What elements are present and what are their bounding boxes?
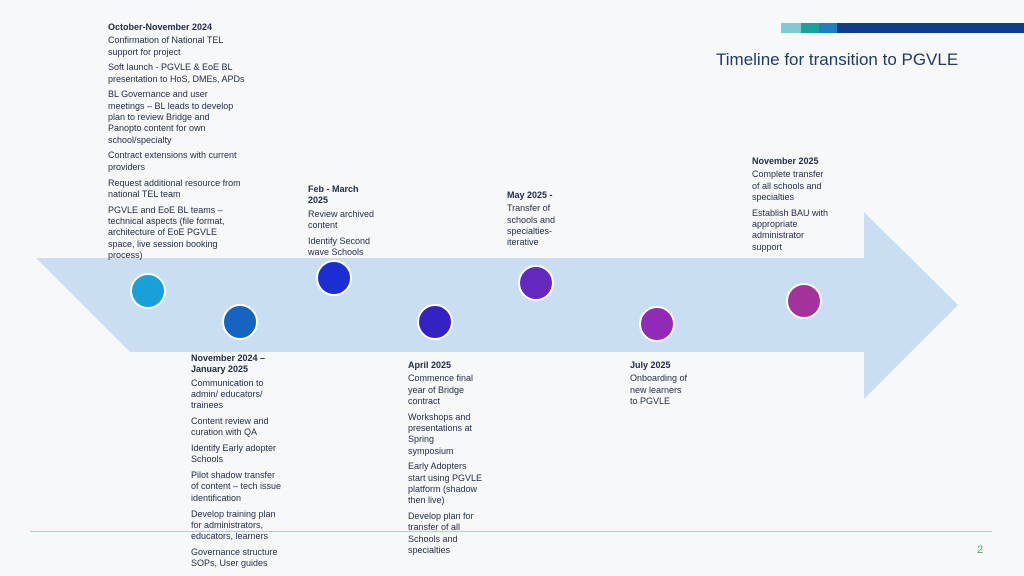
block-item: Workshops and presentations at Spring sy… xyxy=(408,411,473,456)
block-oct-nov-2024: October-November 2024 Confirmation of Na… xyxy=(108,22,278,261)
milestone-apr-2025 xyxy=(417,304,453,340)
block-item: Confirmation of National TEL support for… xyxy=(108,35,224,57)
block-item: PGVLE and EoE BL teams – technical aspec… xyxy=(108,204,225,260)
block-item: Complete transfer of all schools and spe… xyxy=(752,169,824,202)
block-item: Contract extensions with current provide… xyxy=(108,150,237,172)
block-item: Early Adopters start using PGVLE platfor… xyxy=(408,461,483,506)
block-item: Communication to admin/ educators/ train… xyxy=(191,377,264,411)
milestone-feb-mar-2025 xyxy=(316,260,352,296)
block-item: Identify Early adopter Schools xyxy=(191,443,277,465)
block-item: Pilot shadow transfer of content – tech … xyxy=(191,470,282,503)
block-item: Governance structure SOPs, User guides xyxy=(191,546,278,569)
block-item: BL Governance and user meetings – BL lea… xyxy=(108,89,234,145)
block-item: Review archived content xyxy=(308,208,375,230)
block-nov-jan-2025: November 2024 – January 2025 Communicati… xyxy=(191,353,311,570)
block-item: Develop plan for transfer of all Schools… xyxy=(408,511,474,555)
block-may-2025: May 2025 - Transfer of schools and speci… xyxy=(507,190,587,248)
block-feb-mar-2025: Feb - March 2025 Review archived content… xyxy=(308,184,398,258)
block-item: Soft launch - PGVLE & EoE BL presentatio… xyxy=(108,62,245,84)
accent-bar-1 xyxy=(781,23,801,33)
milestone-may-2025 xyxy=(518,265,554,301)
block-heading: November 2025 xyxy=(752,156,819,166)
block-item: Transfer of schools and specialties- ite… xyxy=(507,203,556,248)
block-jul-2025: July 2025 Onboarding of new learners to … xyxy=(630,360,720,407)
block-item: Identify Second wave Schools xyxy=(308,235,371,257)
milestone-nov-jan-2025 xyxy=(222,304,258,340)
milestone-nov-2025 xyxy=(786,283,822,319)
block-heading: October-November 2024 xyxy=(108,22,213,32)
block-heading: Feb - March 2025 xyxy=(308,184,359,206)
block-heading: May 2025 - xyxy=(507,190,553,200)
footer-divider xyxy=(30,531,992,532)
milestone-oct-nov-2024 xyxy=(130,273,166,309)
block-heading: July 2025 xyxy=(630,360,671,370)
block-apr-2025: April 2025 Commence final year of Bridge… xyxy=(408,360,503,556)
accent-bar-4 xyxy=(837,23,1024,33)
page-number: 2 xyxy=(977,544,984,556)
slide-title: Timeline for transition to PGVLE xyxy=(716,50,959,69)
accent-bar-2 xyxy=(801,23,819,33)
block-item: Commence final year of Bridge contract xyxy=(408,373,474,406)
block-item: Establish BAU with appropriate administr… xyxy=(752,207,829,252)
block-heading: November 2024 – January 2025 xyxy=(191,353,266,375)
arrow-shape xyxy=(36,212,958,399)
block-item: Request additional resource from nationa… xyxy=(108,177,241,199)
block-heading: April 2025 xyxy=(408,360,452,370)
block-item: Onboarding of new learners to PGVLE xyxy=(630,373,688,406)
accent-bar-3 xyxy=(819,23,837,33)
block-item: Content review and curation with QA xyxy=(191,415,269,438)
block-nov-2025: November 2025 Complete transfer of all s… xyxy=(752,156,852,253)
milestone-jul-2025 xyxy=(639,306,675,342)
block-item: Develop training plan for administrators… xyxy=(191,508,276,542)
